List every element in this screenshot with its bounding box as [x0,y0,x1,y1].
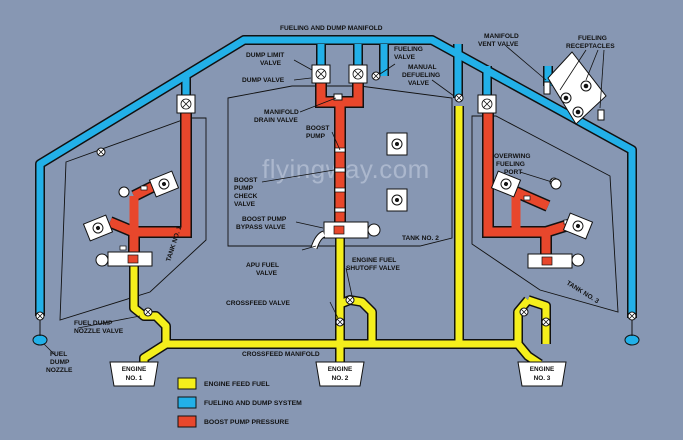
dump-nozzle-right [624,334,640,346]
tank-3-outline [471,115,619,313]
label-fueling-receptacles-2: RECEPTACLES [566,43,615,50]
legend-label-engine-feed: ENGINE FEED FUEL [204,381,270,388]
label-crossfeed-manifold: CROSSFEED MANIFOLD [242,351,320,358]
label-dump-nozzle-valve-1: FUEL DUMP [74,320,113,327]
label-dump-nozzle-2: DUMP [50,359,70,366]
engine-3 [517,361,567,387]
label-apu-fuel-valve-1: APU FUEL [246,262,279,269]
label-dump-nozzle-valve-2: NOZZLE VALVE [74,328,124,335]
engine-1 [109,361,159,387]
boost-pump-tank1-a [82,214,114,242]
overwing-fueling-port-tank3 [550,178,562,190]
label-crossfeed-valve: CROSSFEED VALVE [226,300,290,307]
legend-swatch-boost-pressure [177,415,197,428]
manifold-drain-valve [333,93,343,101]
boost-pump-tank3-a [490,170,522,198]
label-apu-fuel-valve-2: VALVE [256,270,278,277]
tank-2-outline [227,85,453,247]
label-check-valve-4: VALVE [234,201,256,208]
legend-label-fueling-dump: FUELING AND DUMP SYSTEM [204,400,302,407]
label-fueling-dump-manifold: FUELING AND DUMP MANIFOLD [280,25,383,32]
boost-pump-tank3-b [562,212,594,240]
label-dump-nozzle-1: FUEL [50,351,67,358]
label-check-valve-1: BOOST [234,177,257,184]
legend-swatch-fueling-dump [177,396,197,409]
dump-limit-valve-left [311,64,331,84]
overwing-fueling-port-tank1 [118,186,130,198]
dump-nozzle-left [32,334,48,346]
label-bypass-valve-1: BOOST PUMP [242,216,287,223]
dump-limit-valve-right [348,64,368,84]
label-bypass-valve-2: BYPASS VALVE [236,224,286,231]
xvalve-boxes [176,64,497,114]
label-manual-defueling-3: VALVE [408,80,430,87]
boost-pump-tank1-b [148,170,180,198]
dump-valve-tank1 [176,94,196,114]
label-manifold-drain-valve-1: MANIFOLD [264,109,299,116]
label-boost-pump-2: PUMP [306,133,326,140]
fueling-dump-lines [36,36,636,318]
fueling-receptacle-panel [543,51,607,125]
label-dump-limit-valve-1: DUMP LIMIT [246,52,284,59]
engine-feed-lines [130,106,550,367]
label-fueling-valve-1: FUELING [394,46,423,53]
label-dump-valve: DUMP VALVE [242,77,285,84]
label-manual-defueling-1: MANUAL [408,64,437,71]
label-manifold-vent-valve-2: VENT VALVE [478,41,519,48]
label-check-valve-3: CHECK [234,193,258,200]
label-fueling-valve-2: VALVE [394,54,416,61]
pumps [82,132,594,242]
engine-2 [315,361,365,387]
boost-pump-tank2-a [386,132,408,156]
dump-valve-tank3 [477,94,497,114]
label-boost-pump-1: BOOST [306,125,329,132]
label-manifold-vent-valve-1: MANIFOLD [484,33,519,40]
legend-swatch-engine-feed [177,377,197,390]
label-dump-nozzle-3: NOZZLE [46,367,73,374]
label-manual-defueling-2: DEFUELING [402,72,440,79]
engine-1-label-a: ENGINE [122,366,147,373]
bypass-valve-motor-tank2 [367,223,381,237]
leader-lines [43,45,605,357]
engine-1-label-b: NO. 1 [126,375,143,382]
label-check-valve-2: PUMP [234,185,254,192]
label-manifold-drain-valve-2: DRAIN VALVE [254,117,298,124]
engine-2-label-b: NO. 2 [332,375,349,382]
label-overwing-2: FUELING [496,161,525,168]
engine-2-label-a: ENGINE [328,366,353,373]
label-overwing-1: OVERWING [494,153,531,160]
boost-pump-bypass-valve-tank2 [323,221,369,239]
legend: ENGINE FEED FUEL FUELING AND DUMP SYSTEM… [177,377,302,428]
label-dump-limit-valve-2: VALVE [260,60,282,67]
label-fueling-receptacles-1: FUELING [578,35,607,42]
label-tank-2: TANK NO. 2 [402,235,439,242]
legend-label-boost-pressure: BOOST PUMP PRESSURE [204,419,289,426]
bypass-valve-motor-tank1 [95,253,109,267]
bypass-valve-motor-tank3 [571,253,585,267]
manifold-vent-valve [543,81,551,95]
label-engine-fuel-shutoff-1: ENGINE FUEL [352,257,396,264]
label-overwing-3: PORT [504,169,522,176]
boost-pump-tank2-b [386,188,408,212]
engines [109,361,567,387]
engine-3-label-b: NO. 3 [534,375,551,382]
engine-3-label-a: ENGINE [530,366,555,373]
label-engine-fuel-shutoff-2: SHUTOFF VALVE [346,265,400,272]
